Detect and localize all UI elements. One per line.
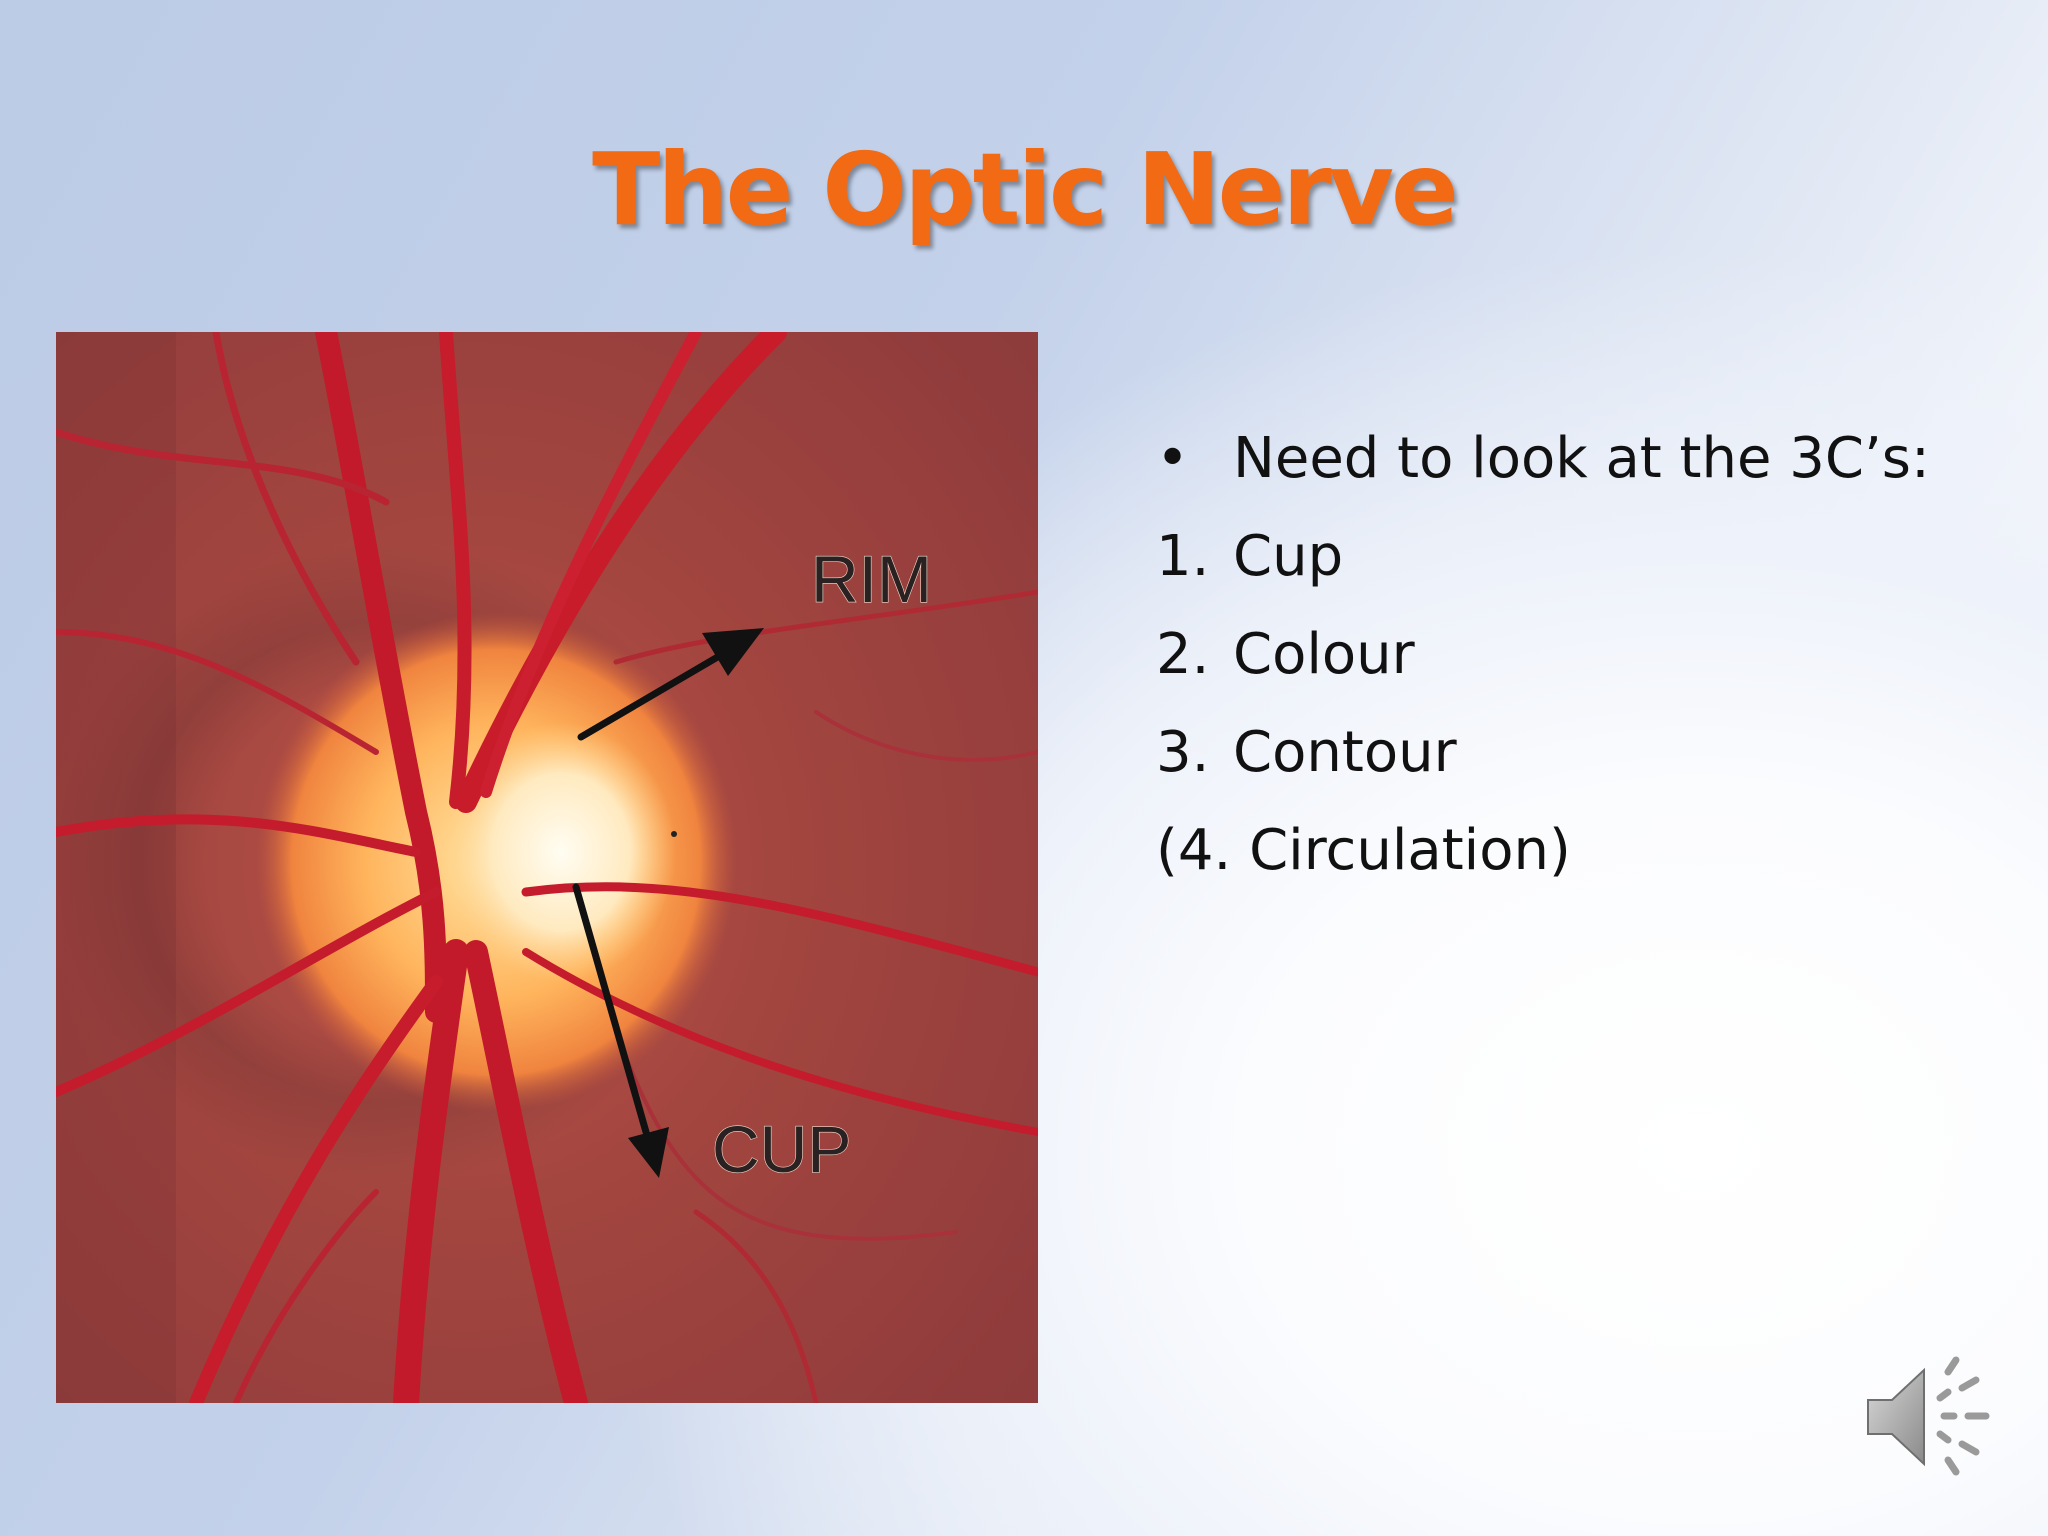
optic-nerve-fundus-image: RIM CUP bbox=[56, 332, 1038, 1403]
list-item-text: (4. Circulation) bbox=[1156, 818, 1571, 883]
list-item: (4. Circulation) bbox=[1156, 802, 2016, 900]
slide-title: The Optic Nerve bbox=[592, 131, 1459, 248]
list-item: 1. Cup bbox=[1156, 508, 2016, 606]
bullet-marker: • bbox=[1156, 426, 1190, 491]
list-item-text: Need to look at the 3C’s: bbox=[1233, 426, 1930, 491]
list-number: 2. bbox=[1156, 622, 1210, 687]
list-item-text: Cup bbox=[1233, 524, 1344, 589]
cup-label: CUP bbox=[712, 1112, 851, 1186]
key-points-list: • Need to look at the 3C’s: 1. Cup 2. Colou… bbox=[1156, 410, 2016, 900]
list-number: 3. bbox=[1156, 720, 1210, 785]
list-item: 2. Colour bbox=[1156, 606, 2016, 704]
list-number: 1. bbox=[1156, 524, 1210, 589]
speaker-sound-icon[interactable] bbox=[1862, 1352, 1996, 1482]
list-item-text: Colour bbox=[1233, 622, 1415, 687]
list-item: 3. Contour bbox=[1156, 704, 2016, 802]
rim-label: RIM bbox=[811, 542, 932, 616]
list-item-text: Contour bbox=[1233, 720, 1457, 785]
list-item: • Need to look at the 3C’s: bbox=[1156, 410, 2016, 508]
